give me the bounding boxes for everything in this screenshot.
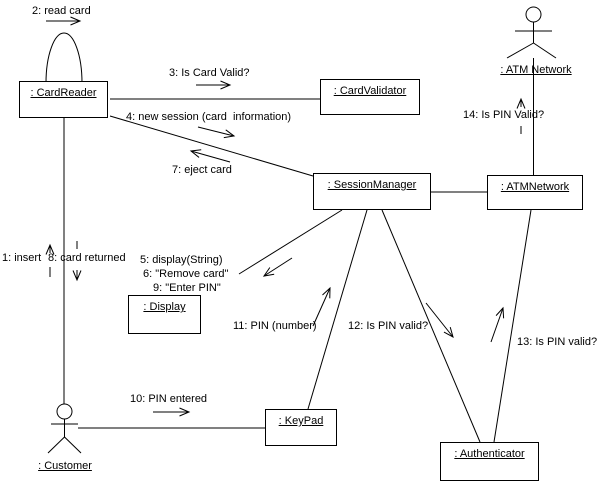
message-arrows <box>45 16 526 417</box>
message-13-is-pin-valid: 13: Is PIN valid? <box>517 336 598 348</box>
message-1-insert: 1: insert <box>2 252 42 264</box>
message-10-pin-entered: 10: PIN entered <box>130 393 208 405</box>
arrow-m7 <box>189 149 231 163</box>
arrow-m4 <box>197 126 236 139</box>
link-sessionmanager-keypad <box>307 209 368 410</box>
node-card-validator: : CardValidator <box>320 79 420 115</box>
node-authenticator-label: : Authenticator <box>454 448 525 460</box>
link-atmnetwork-authenticator <box>493 209 532 443</box>
arrow-m5-m6-m9 <box>262 257 293 277</box>
message-12-is-pin-valid: 12: Is PIN valid? <box>348 320 429 332</box>
node-card-reader: : CardReader <box>19 81 108 118</box>
message-2-read-card: 2: read card <box>32 5 91 17</box>
node-atm-network-label: : ATMNetwork <box>500 181 570 193</box>
message-8-card-returned: 8: card returned <box>48 252 126 264</box>
arrow-m11 <box>312 286 331 327</box>
message-5-display: 5: display(String) <box>140 254 223 266</box>
message-4-new-session: 4: new session (card information) <box>126 111 292 123</box>
node-card-validator-label: : CardValidator <box>333 85 407 97</box>
node-session-manager: : SessionManager <box>313 173 431 210</box>
link-cardreader-self-loop <box>45 32 83 84</box>
customer-actor-icon <box>47 403 82 454</box>
atm-network-actor-icon <box>506 6 557 59</box>
arrow-m13 <box>490 306 505 343</box>
link-sessionmanager-display <box>238 209 343 275</box>
node-keypad-label: : KeyPad <box>278 415 324 427</box>
atm-network-actor-label: : ATM Network <box>500 64 572 76</box>
node-display: : Display <box>128 295 201 334</box>
node-atm-network: : ATMNetwork <box>487 175 583 210</box>
message-11-pin-number: 11: PIN (number) <box>233 320 317 332</box>
node-card-reader-label: : CardReader <box>30 87 97 99</box>
link-sessionmanager-authenticator <box>381 209 481 443</box>
message-14-is-pin-valid: 14: Is PIN Valid? <box>463 109 545 121</box>
node-authenticator: : Authenticator <box>440 442 539 481</box>
link-cardreader-sessionmanager <box>109 115 314 177</box>
arrow-m12 <box>425 302 454 339</box>
message-9-enter-pin: 9: "Enter PIN" <box>153 282 221 294</box>
customer-actor-label: : Customer <box>38 460 92 472</box>
association-links <box>45 32 534 443</box>
node-keypad: : KeyPad <box>265 409 337 446</box>
node-session-manager-label: : SessionManager <box>327 179 417 191</box>
message-3-is-card-valid: 3: Is Card Valid? <box>169 67 250 79</box>
node-display-label: : Display <box>143 301 186 313</box>
message-6-remove-card: 6: "Remove card" <box>143 268 229 280</box>
message-7-eject-card: 7: eject card <box>172 164 232 176</box>
